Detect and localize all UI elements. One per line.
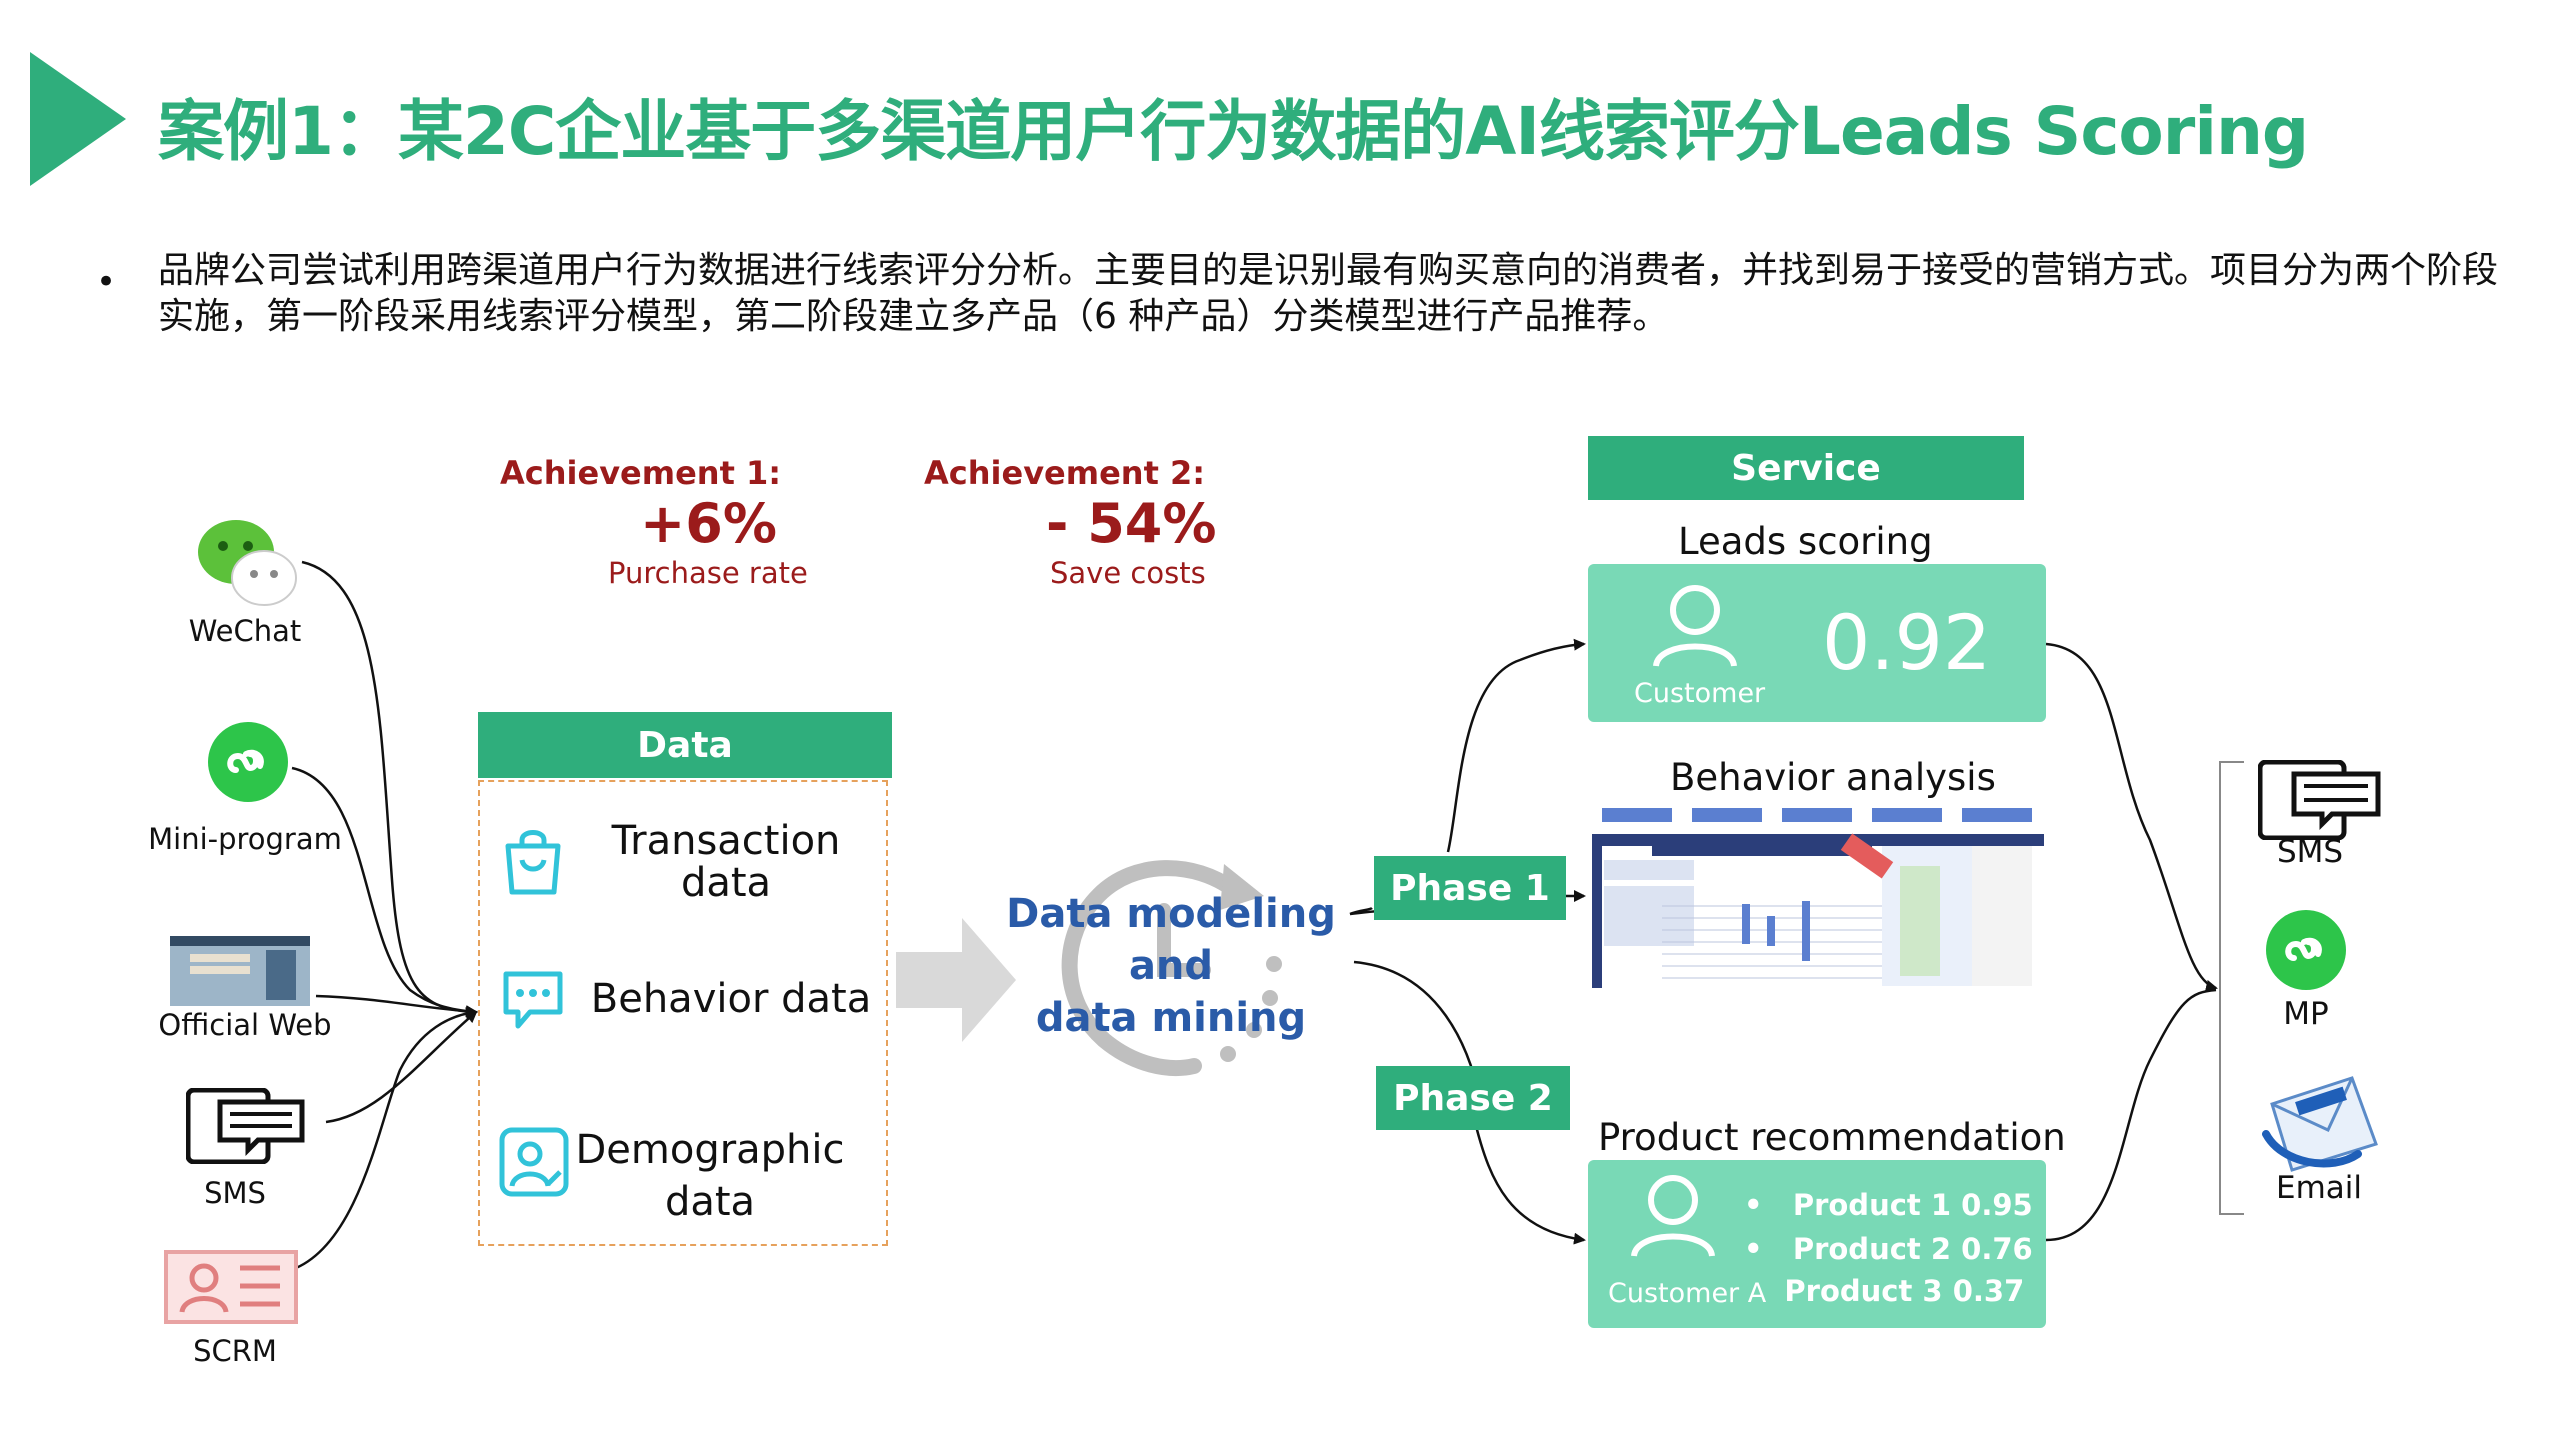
phase-1-label: Phase 1 xyxy=(1374,856,1566,920)
achievement-1-label: Achievement 1: xyxy=(500,454,782,492)
line-product-out xyxy=(2045,988,2217,1242)
channel-mini-program-label: Mini-program xyxy=(148,822,342,856)
line-sms xyxy=(325,1010,478,1124)
data-item-behavior: Behavior data xyxy=(590,976,872,1022)
line-phase1-up xyxy=(1446,638,1586,853)
customer-icon xyxy=(1653,585,1737,667)
line-wechat xyxy=(301,560,478,1018)
product-item-1: • Product 1 0.95 xyxy=(1744,1188,2033,1222)
behavior-analysis-dashboard-thumbnail xyxy=(1592,806,2044,988)
channel-official-web-label: Official Web xyxy=(158,1008,332,1042)
page-title: 案例1：某2C企业基于多渠道用户行为数据的AI线索评分Leads Scoring xyxy=(158,93,2309,170)
output-sms-label: SMS xyxy=(2276,834,2344,870)
wechat-icon xyxy=(198,520,297,606)
line-scrm xyxy=(295,1007,478,1270)
data-item-transaction: Transaction data xyxy=(611,818,841,906)
sms-icon xyxy=(186,1088,305,1164)
clock-cycle-icon xyxy=(1061,860,1282,1076)
leads-score-value: 0.92 xyxy=(1822,598,1992,687)
product-item-3: Product 3 0.37 xyxy=(1784,1274,2025,1308)
product-recommendation-card xyxy=(1588,1160,2046,1328)
product-item-2: • Product 2 0.76 xyxy=(1744,1232,2033,1266)
line-officialweb xyxy=(315,994,478,1018)
mp-output-icon xyxy=(2266,910,2346,990)
official-web-thumbnail-icon xyxy=(170,936,310,1006)
data-header: Data xyxy=(478,712,892,778)
output-mp-label: MP xyxy=(2283,996,2329,1032)
bullet-dot: • xyxy=(96,262,117,302)
process-arrow-icon xyxy=(896,918,1016,1042)
product-customer-label: Customer A xyxy=(1608,1278,1767,1309)
channel-wechat-label: WeChat xyxy=(188,614,302,648)
output-email-label: Email xyxy=(2275,1170,2362,1206)
scrm-icon xyxy=(164,1250,298,1324)
title-arrow-icon xyxy=(30,52,126,186)
mini-program-icon xyxy=(208,722,288,802)
achievement-2-sub: Save costs xyxy=(1050,556,1206,590)
phase-2-label: Phase 2 xyxy=(1376,1066,1570,1130)
line-miniprogram xyxy=(291,766,478,1018)
line-to-phase1 xyxy=(1349,906,1373,916)
leads-scoring-card xyxy=(1588,564,2046,722)
behavior-analysis-title: Behavior analysis xyxy=(1670,756,1996,799)
leads-customer-label: Customer xyxy=(1634,678,1766,709)
output-bracket xyxy=(2219,761,2244,1215)
intro-text: 品牌公司尝试利用跨渠道用户行为数据进行线索评分分析。主要目的是识别最有购买意向的… xyxy=(158,250,2499,337)
data-item-demographic: Demographic data xyxy=(575,1127,845,1225)
service-header: Service xyxy=(1588,436,2024,500)
shopping-bag-icon xyxy=(505,830,561,895)
profile-card-icon xyxy=(499,1127,569,1197)
achievement-2-label: Achievement 2: xyxy=(924,454,1206,492)
achievement-1-sub: Purchase rate xyxy=(608,556,808,590)
line-leads-out xyxy=(2045,642,2218,992)
achievement-1-value: +6% xyxy=(640,492,777,555)
modeling-label: Data modeling and data mining xyxy=(1006,891,1336,1041)
channel-scrm-label: SCRM xyxy=(193,1334,277,1368)
achievement-2-value: - 54% xyxy=(1046,492,1217,555)
leads-scoring-title: Leads scoring xyxy=(1678,520,1933,563)
customer-a-icon xyxy=(1631,1175,1715,1257)
chat-bubble-icon xyxy=(503,971,563,1029)
sms-output-icon xyxy=(2258,760,2381,840)
data-box xyxy=(478,780,888,1246)
product-recommendation-title: Product recommendation xyxy=(1598,1116,2066,1159)
email-output-icon xyxy=(2262,1076,2378,1172)
line-phase2-down xyxy=(1474,1125,1586,1245)
channel-sms-label: SMS xyxy=(204,1176,266,1210)
